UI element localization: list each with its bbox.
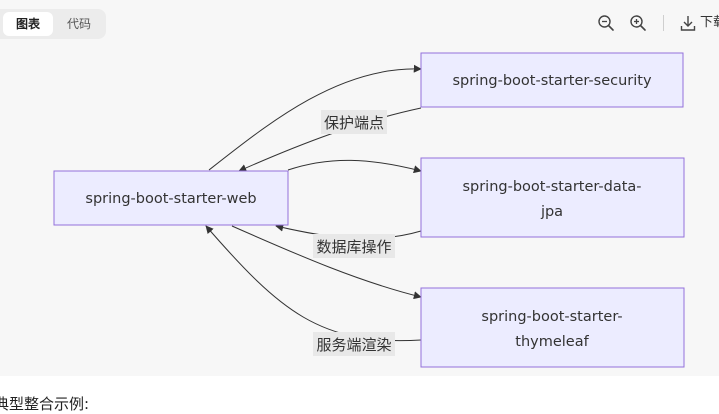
edge-label-security: 保护端点 <box>321 110 387 134</box>
tab-code[interactable]: 代码 <box>66 17 91 31</box>
diagram-panel: 图表 代码 下载 <box>0 0 719 368</box>
svg-text:thymeleaf: thymeleaf <box>515 334 589 350</box>
toolbar-divider <box>663 15 664 31</box>
edge-label-thymeleaf: 服务端渲染 <box>313 332 395 356</box>
caption-text: 典型整合示例: <box>0 395 90 413</box>
svg-text:保护端点: 保护端点 <box>324 114 384 132</box>
node-security[interactable]: spring-boot-starter-security <box>420 52 684 108</box>
view-tabs: 图表 代码 <box>0 9 106 39</box>
zoom-out-icon <box>598 15 614 31</box>
download-label[interactable]: 下载 <box>700 15 719 30</box>
flowchart: 保护端点 数据库操作 服务端渲染 spring-boot-starter-web… <box>53 52 685 368</box>
edge-security-to-web <box>238 107 422 172</box>
edge-web-to-data-jpa <box>287 159 422 174</box>
edge-label-data-jpa: 数据库操作 <box>313 234 395 258</box>
svg-text:数据库操作: 数据库操作 <box>316 238 391 256</box>
zoom-in-button[interactable] <box>629 14 647 32</box>
svg-text:spring-boot-starter-data-: spring-boot-starter-data- <box>462 179 641 195</box>
svg-text:spring-boot-starter-web: spring-boot-starter-web <box>85 191 256 207</box>
edge-web-to-thymeleaf <box>231 225 422 300</box>
zoom-in-icon <box>630 15 646 31</box>
download-button[interactable] <box>679 14 697 32</box>
svg-text:spring-boot-starter-security: spring-boot-starter-security <box>452 73 652 89</box>
diagram-toolbar: 图表 代码 下载 <box>0 0 719 46</box>
svg-text:服务端渲染: 服务端渲染 <box>316 336 391 354</box>
svg-text:spring-boot-starter-: spring-boot-starter- <box>481 309 622 325</box>
svg-text:jpa: jpa <box>540 204 563 220</box>
tab-chart[interactable]: 图表 <box>3 12 53 36</box>
zoom-out-button[interactable] <box>597 14 615 32</box>
edge-web-to-security <box>208 64 422 171</box>
node-web[interactable]: spring-boot-starter-web <box>53 170 289 226</box>
download-icon <box>680 16 696 31</box>
node-data-jpa[interactable]: spring-boot-starter-data- jpa <box>420 157 685 238</box>
node-thymeleaf[interactable]: spring-boot-starter- thymeleaf <box>420 287 685 368</box>
